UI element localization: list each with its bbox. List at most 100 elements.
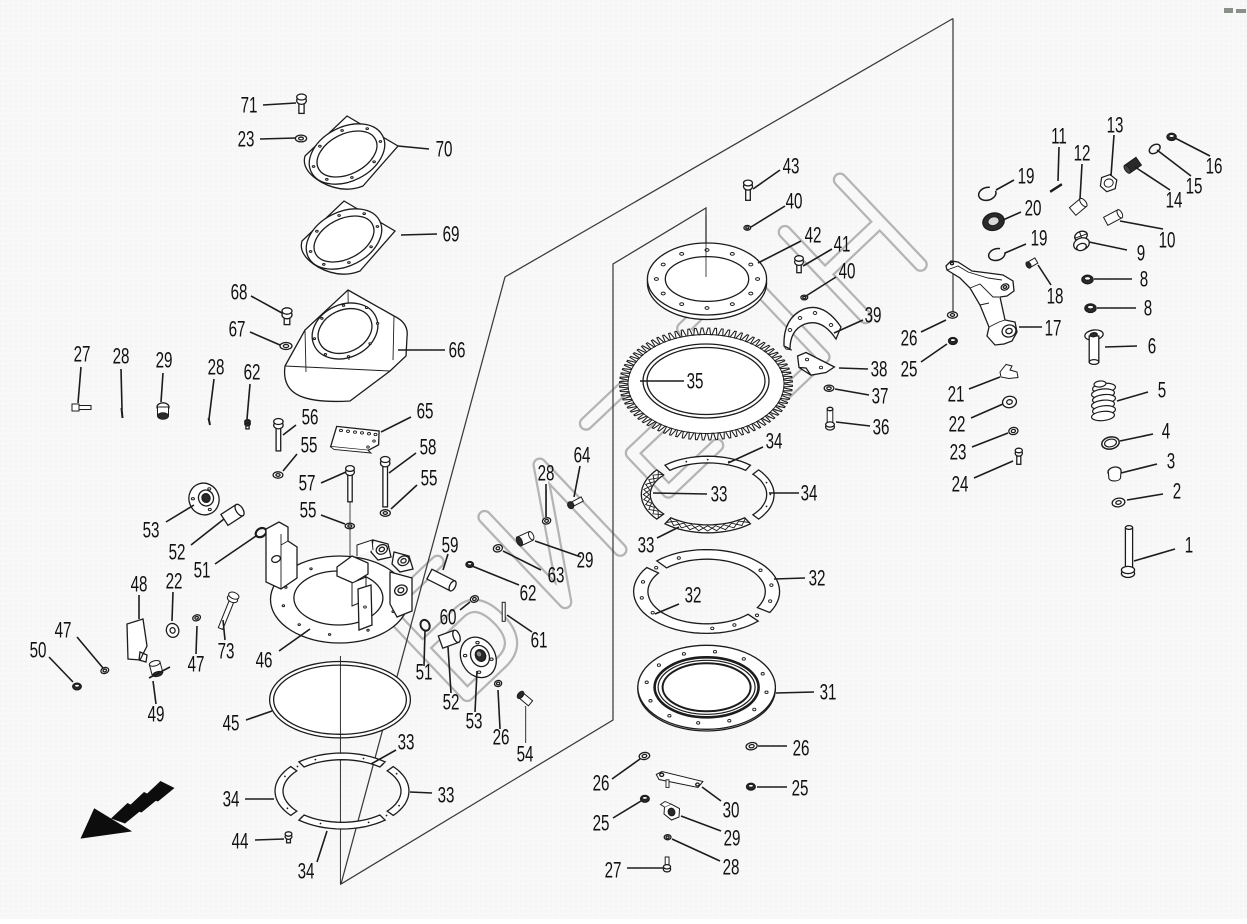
svg-text:18: 18 bbox=[1047, 285, 1064, 310]
svg-text:4: 4 bbox=[1162, 420, 1171, 445]
svg-text:35: 35 bbox=[687, 370, 704, 395]
svg-text:53: 53 bbox=[143, 519, 160, 544]
svg-text:53: 53 bbox=[466, 710, 483, 735]
svg-text:31: 31 bbox=[820, 681, 837, 706]
svg-text:12: 12 bbox=[1074, 142, 1091, 167]
svg-text:51: 51 bbox=[194, 559, 211, 584]
svg-text:13: 13 bbox=[1107, 114, 1124, 139]
svg-text:14: 14 bbox=[1166, 189, 1183, 214]
svg-text:6: 6 bbox=[1148, 335, 1156, 360]
svg-text:70: 70 bbox=[436, 138, 453, 163]
svg-text:55: 55 bbox=[301, 434, 318, 459]
svg-text:29: 29 bbox=[156, 349, 173, 374]
svg-text:8: 8 bbox=[1144, 297, 1152, 322]
svg-text:63: 63 bbox=[548, 564, 565, 589]
svg-text:68: 68 bbox=[231, 281, 248, 306]
svg-text:34: 34 bbox=[298, 860, 315, 885]
svg-text:46: 46 bbox=[256, 649, 273, 674]
svg-text:10: 10 bbox=[1159, 229, 1176, 254]
svg-text:73: 73 bbox=[218, 640, 235, 665]
svg-text:22: 22 bbox=[949, 413, 966, 438]
svg-text:21: 21 bbox=[948, 383, 965, 408]
svg-text:66: 66 bbox=[449, 339, 466, 364]
svg-text:38: 38 bbox=[871, 358, 888, 383]
svg-text:25: 25 bbox=[593, 812, 610, 837]
svg-text:69: 69 bbox=[443, 223, 460, 248]
svg-text:17: 17 bbox=[1045, 317, 1062, 342]
svg-text:49: 49 bbox=[148, 703, 165, 728]
svg-text:67: 67 bbox=[229, 318, 246, 343]
svg-text:37: 37 bbox=[872, 385, 889, 410]
svg-text:48: 48 bbox=[131, 573, 148, 598]
svg-text:34: 34 bbox=[766, 430, 783, 455]
svg-text:60: 60 bbox=[440, 606, 457, 631]
svg-text:45: 45 bbox=[223, 712, 240, 737]
svg-text:25: 25 bbox=[901, 358, 918, 383]
svg-text:9: 9 bbox=[1137, 242, 1145, 267]
svg-text:26: 26 bbox=[901, 327, 918, 352]
svg-text:29: 29 bbox=[577, 549, 594, 574]
svg-text:57: 57 bbox=[299, 472, 316, 497]
svg-text:24: 24 bbox=[952, 473, 969, 498]
svg-text:32: 32 bbox=[809, 567, 826, 592]
svg-text:26: 26 bbox=[593, 772, 610, 797]
svg-text:22: 22 bbox=[166, 570, 183, 595]
svg-text:28: 28 bbox=[723, 856, 740, 881]
svg-text:54: 54 bbox=[517, 743, 534, 768]
svg-text:28: 28 bbox=[208, 356, 225, 381]
svg-text:11: 11 bbox=[1051, 125, 1067, 150]
svg-text:27: 27 bbox=[74, 343, 91, 368]
svg-text:39: 39 bbox=[865, 304, 882, 329]
svg-text:65: 65 bbox=[417, 400, 434, 425]
svg-text:55: 55 bbox=[300, 499, 317, 524]
svg-text:42: 42 bbox=[805, 224, 822, 249]
svg-text:3: 3 bbox=[1167, 450, 1175, 475]
svg-text:47: 47 bbox=[188, 653, 205, 678]
svg-text:36: 36 bbox=[873, 416, 890, 441]
svg-text:19: 19 bbox=[1018, 165, 1035, 190]
svg-text:33: 33 bbox=[638, 534, 655, 559]
svg-text:15: 15 bbox=[1186, 175, 1203, 200]
svg-text:26: 26 bbox=[493, 726, 510, 751]
svg-text:29: 29 bbox=[724, 827, 741, 852]
svg-text:20: 20 bbox=[1025, 197, 1042, 222]
svg-text:23: 23 bbox=[950, 441, 967, 466]
svg-text:16: 16 bbox=[1206, 155, 1223, 180]
svg-text:26: 26 bbox=[793, 737, 810, 762]
svg-text:64: 64 bbox=[574, 444, 591, 469]
svg-text:71: 71 bbox=[241, 94, 258, 119]
svg-text:47: 47 bbox=[55, 619, 72, 644]
svg-text:34: 34 bbox=[801, 482, 818, 507]
svg-text:28: 28 bbox=[113, 345, 130, 370]
svg-text:62: 62 bbox=[244, 361, 261, 386]
svg-text:52: 52 bbox=[443, 691, 460, 716]
svg-text:33: 33 bbox=[438, 784, 455, 809]
svg-text:59: 59 bbox=[442, 534, 459, 559]
svg-text:19: 19 bbox=[1031, 227, 1048, 252]
svg-text:1: 1 bbox=[1185, 534, 1193, 559]
svg-text:62: 62 bbox=[520, 582, 537, 607]
svg-text:55: 55 bbox=[421, 467, 438, 492]
svg-text:61: 61 bbox=[531, 629, 548, 654]
svg-text:51: 51 bbox=[416, 661, 433, 686]
svg-text:25: 25 bbox=[792, 777, 809, 802]
svg-text:52: 52 bbox=[169, 541, 186, 566]
svg-text:23: 23 bbox=[238, 128, 255, 153]
svg-text:5: 5 bbox=[1158, 379, 1166, 404]
svg-text:30: 30 bbox=[723, 799, 740, 824]
svg-text:50: 50 bbox=[30, 639, 47, 664]
svg-text:34: 34 bbox=[223, 788, 240, 813]
svg-text:41: 41 bbox=[834, 233, 851, 258]
svg-text:33: 33 bbox=[711, 483, 728, 508]
svg-text:27: 27 bbox=[605, 859, 622, 884]
svg-text:40: 40 bbox=[786, 190, 803, 215]
svg-text:2: 2 bbox=[1173, 480, 1181, 505]
svg-text:43: 43 bbox=[783, 155, 800, 180]
svg-text:40: 40 bbox=[839, 260, 856, 285]
svg-text:32: 32 bbox=[685, 584, 702, 609]
svg-text:44: 44 bbox=[232, 830, 249, 855]
svg-text:56: 56 bbox=[302, 406, 319, 431]
svg-text:28: 28 bbox=[538, 462, 555, 487]
svg-text:8: 8 bbox=[1140, 268, 1148, 293]
svg-text:33: 33 bbox=[398, 731, 415, 756]
